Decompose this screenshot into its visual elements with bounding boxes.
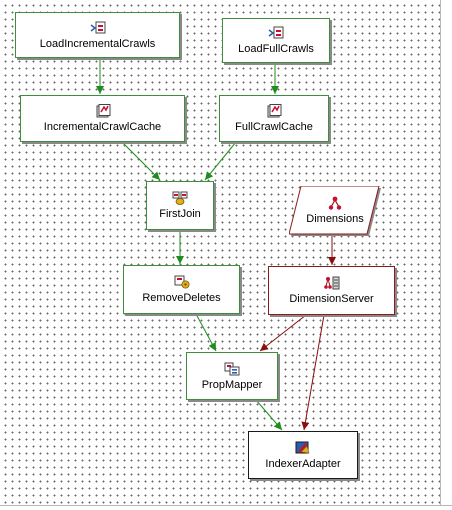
record-adapter-icon	[90, 21, 105, 33]
node-label: Dimensions	[306, 212, 364, 225]
node-dimensions[interactable]: Dimensions	[289, 186, 381, 236]
node-first-join[interactable]: FirstJoin	[146, 181, 214, 230]
node-load-full-crawls[interactable]: LoadFullCrawls	[222, 18, 330, 63]
dimensions-parallelogram-shape	[289, 186, 381, 236]
dimension-adapter-icon	[328, 196, 342, 210]
node-label: PropMapper	[201, 378, 263, 391]
indexer-adapter-icon	[295, 441, 310, 453]
edge-fullcache-to-firstjoin	[204, 141, 237, 181]
node-full-crawl-cache[interactable]: FullCrawlCache	[219, 95, 329, 142]
node-dimension-server[interactable]: DimensionServer	[268, 266, 395, 315]
node-load-incremental-crawls[interactable]: LoadIncrementalCrawls	[15, 12, 180, 58]
edge-dimensionserver-to-propmapper	[259, 314, 307, 352]
node-label: FullCrawlCache	[235, 121, 313, 133]
node-label: LoadFullCrawls	[238, 43, 314, 55]
record-cache-icon	[267, 104, 282, 118]
record-adapter-icon	[268, 26, 284, 39]
record-manipulator-icon	[174, 275, 189, 289]
node-label: IncrementalCrawlCache	[43, 121, 162, 133]
node-label: FirstJoin	[159, 208, 201, 220]
window-frame-bottom-edge	[0, 505, 452, 510]
node-label: LoadIncrementalCrawls	[39, 37, 156, 50]
edge-incrementalcache-to-firstjoin	[121, 141, 161, 181]
node-indexer-adapter[interactable]: IndexerAdapter	[248, 431, 358, 479]
node-prop-mapper[interactable]: PropMapper	[186, 352, 278, 400]
node-label: IndexerAdapter	[265, 457, 341, 470]
dimension-server-icon	[323, 276, 339, 290]
property-mapper-icon	[224, 362, 240, 375]
record-join-icon	[172, 191, 188, 205]
node-incremental-crawl-cache[interactable]: IncrementalCrawlCache	[20, 95, 185, 142]
node-label: RemoveDeletes	[142, 292, 221, 304]
edge-dimensionserver-to-indexeradapter	[301, 314, 325, 431]
edge-propmapper-to-indexeradapter	[255, 399, 283, 431]
window-frame-right-edge	[440, 0, 452, 509]
node-label: DimensionServer	[289, 293, 374, 305]
node-remove-deletes[interactable]: RemoveDeletes	[123, 265, 240, 314]
edge-removedeletes-to-propmapper	[195, 313, 217, 352]
record-cache-icon	[96, 104, 110, 118]
